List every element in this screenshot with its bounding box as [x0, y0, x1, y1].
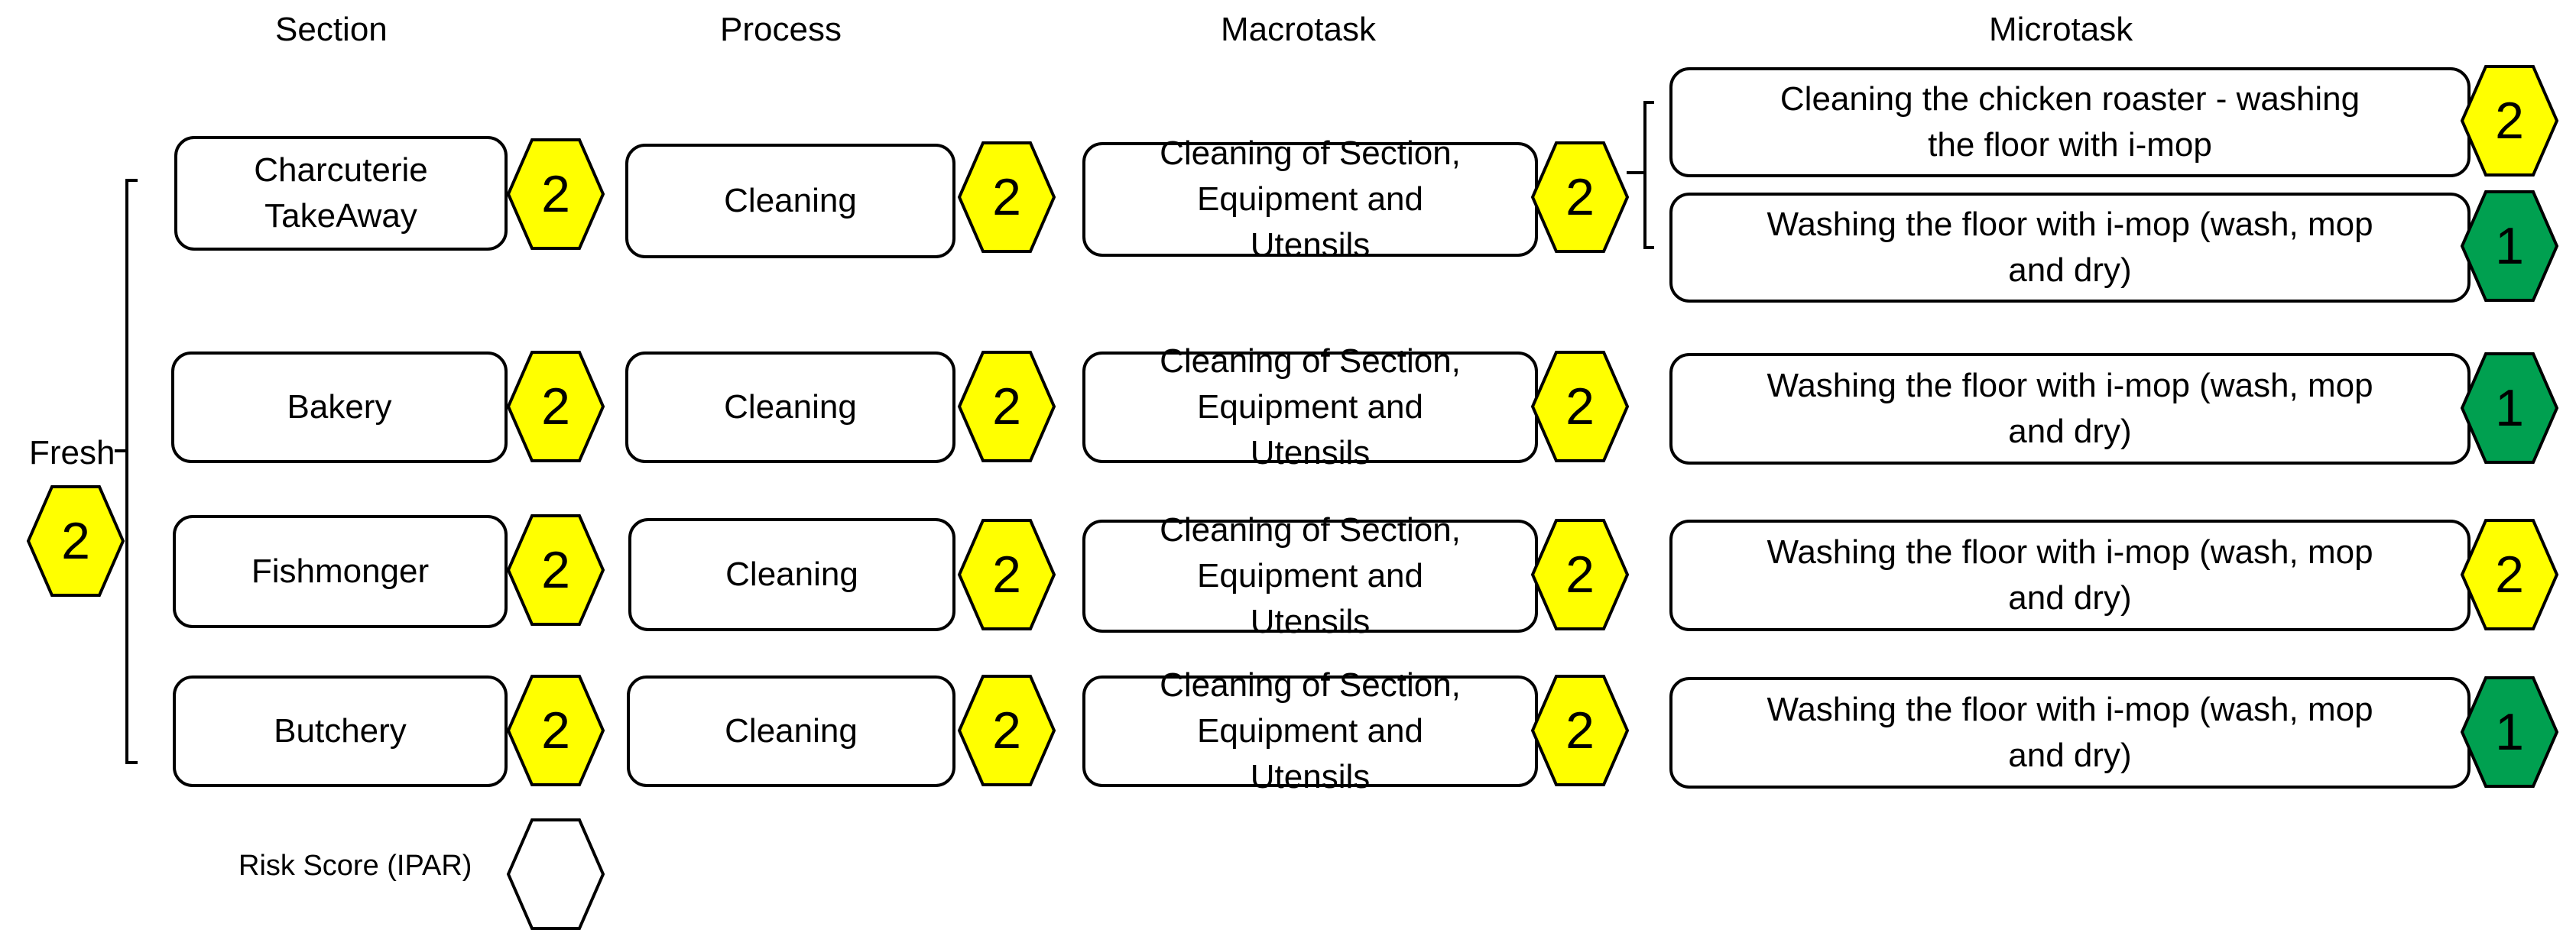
process-score-badge: 2 [957, 518, 1056, 631]
score-value: 1 [2495, 217, 2524, 275]
score-value: 2 [61, 512, 90, 570]
header-process: Process [720, 11, 842, 48]
score-value: 2 [992, 377, 1021, 436]
root-score-badge: 2 [26, 484, 125, 598]
score-value: 2 [992, 701, 1021, 760]
score-value: 2 [1565, 377, 1595, 436]
process-box: Cleaning [627, 675, 955, 787]
microtask-bracket [1627, 101, 1654, 249]
macrotask-score-badge: 2 [1530, 518, 1630, 631]
score-value: 2 [2495, 546, 2524, 604]
process-score-badge: 2 [957, 674, 1056, 787]
microtask-score-badge: 1 [2460, 190, 2559, 303]
score-value: 2 [541, 165, 570, 223]
score-value: 2 [1565, 546, 1595, 604]
microtask-score-badge: 2 [2460, 64, 2559, 177]
microtask-score-badge: 1 [2460, 352, 2559, 465]
process-box: Cleaning [628, 518, 955, 631]
process-box: Cleaning [625, 144, 955, 258]
root-label: Fresh [29, 434, 115, 471]
legend-hexagon [506, 818, 605, 931]
root-bracket [115, 179, 138, 764]
score-value: 2 [541, 377, 570, 436]
score-value: 2 [541, 541, 570, 599]
score-value: 1 [2495, 379, 2524, 437]
score-value: 2 [992, 168, 1021, 226]
macrotask-score-badge: 2 [1530, 350, 1630, 463]
process-score-badge: 2 [957, 141, 1056, 254]
score-value: 2 [2495, 92, 2524, 150]
score-value: 2 [1565, 701, 1595, 760]
section-score-badge: 2 [506, 674, 605, 787]
section-box-bakery: Bakery [171, 352, 508, 463]
macrotask-score-badge: 2 [1530, 674, 1630, 787]
macrotask-score-badge: 2 [1530, 141, 1630, 254]
section-score-badge: 2 [506, 513, 605, 627]
section-box-fishmonger: Fishmonger [173, 515, 508, 628]
score-value: 2 [992, 546, 1021, 604]
microtask-score-badge: 2 [2460, 518, 2559, 631]
score-value: 2 [541, 701, 570, 760]
section-score-badge: 2 [506, 350, 605, 463]
section-box-butchery: Butchery [173, 675, 508, 787]
score-value: 1 [2495, 703, 2524, 761]
header-macrotask: Macrotask [1221, 11, 1376, 48]
header-microtask: Microtask [1989, 11, 2133, 48]
legend-label: Risk Score (IPAR) [238, 850, 472, 882]
header-section: Section [275, 11, 388, 48]
section-score-badge: 2 [506, 138, 605, 251]
score-value: 2 [1565, 168, 1595, 226]
microtask-score-badge: 1 [2460, 675, 2559, 789]
process-score-badge: 2 [957, 350, 1056, 463]
process-box: Cleaning [625, 352, 955, 463]
